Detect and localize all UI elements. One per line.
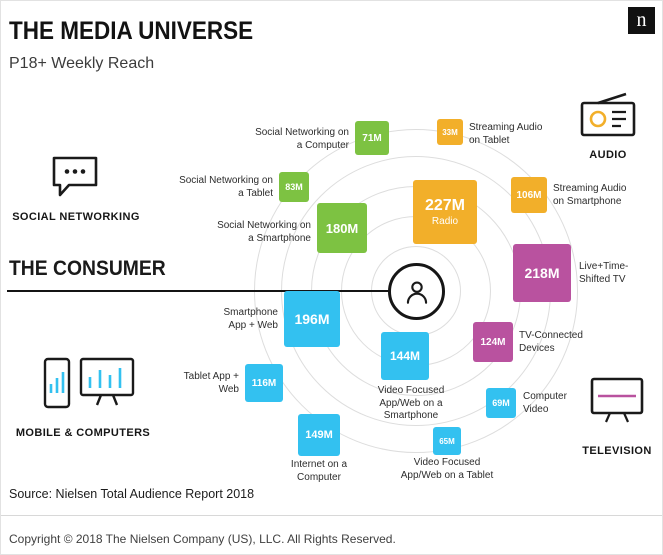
bubble-streaming-audio-tablet: 33M bbox=[437, 119, 463, 145]
label-live-time-shifted-tv: Live+Time-Shifted TV bbox=[579, 261, 629, 285]
page-title: THE MEDIA UNIVERSE bbox=[9, 17, 254, 45]
mobile-computer-icon bbox=[43, 353, 138, 420]
page-subtitle: P18+ Weekly Reach bbox=[9, 55, 155, 72]
bubble-value: 106M bbox=[516, 189, 542, 201]
bubble-social-networking-tablet: 83M bbox=[279, 172, 309, 202]
bubble-video-app-tablet: 65M bbox=[433, 427, 461, 455]
category-label-audio: AUDIO bbox=[589, 149, 627, 161]
label-social-networking-computer: Social Networking on a Computer bbox=[255, 127, 349, 151]
person-icon bbox=[406, 280, 427, 304]
bubble-value: 33M bbox=[442, 127, 458, 137]
label-tablet-app-web: Tablet App + Web bbox=[183, 371, 239, 395]
bubble-value: 196M bbox=[294, 311, 330, 327]
bubble-computer-video: 69M bbox=[486, 388, 516, 418]
bubble-tv-connected-devices: 124M bbox=[473, 322, 513, 362]
bubble-smartphone-app-web: 196M bbox=[284, 291, 340, 347]
category-label-mobile-computers: MOBILE & COMPUTERS bbox=[15, 427, 151, 439]
nielsen-logo: n bbox=[628, 7, 655, 34]
bubble-value: 71M bbox=[362, 132, 382, 144]
bubble-value: 83M bbox=[285, 182, 303, 192]
television-icon bbox=[589, 375, 645, 432]
footer-divider bbox=[1, 515, 662, 516]
bubble-label: Radio bbox=[431, 216, 459, 227]
category-label-social-networking: SOCIAL NETWORKING bbox=[12, 211, 140, 223]
bubble-value: 144M bbox=[389, 349, 421, 363]
label-smartphone-app-web: Smartphone App + Web bbox=[223, 307, 278, 331]
bubble-value: 149M bbox=[305, 429, 333, 441]
consumer-label: THE CONSUMER bbox=[9, 257, 166, 280]
label-social-networking-tablet: Social Networking on a Tablet bbox=[179, 175, 273, 199]
label-internet-computer: Internet on a Computer bbox=[290, 459, 348, 483]
speech-bubble-icon bbox=[49, 153, 101, 206]
bubble-streaming-audio-smartphone: 106M bbox=[511, 177, 547, 213]
copyright-text: Copyright © 2018 The Nielsen Company (US… bbox=[9, 532, 396, 546]
label-computer-video: Computer Video bbox=[523, 391, 567, 415]
bubble-live-time-shifted-tv: 218M bbox=[513, 244, 571, 302]
bubble-internet-computer: 149M bbox=[298, 414, 340, 456]
source-text: Source: Nielsen Total Audience Report 20… bbox=[9, 487, 255, 501]
label-video-app-tablet: Video Focused App/Web on a Tablet bbox=[400, 457, 494, 481]
bubble-social-networking-smartphone: 180M bbox=[317, 203, 367, 253]
bubble-value: 69M bbox=[492, 398, 510, 408]
bubble-value: 124M bbox=[480, 336, 506, 348]
radio-icon bbox=[578, 91, 638, 144]
bubble-social-networking-computer: 71M bbox=[355, 121, 389, 155]
consumer-person-icon bbox=[388, 263, 445, 320]
bubble-value: 218M bbox=[524, 265, 560, 281]
bubble-radio: 227M Radio bbox=[413, 180, 477, 244]
label-tv-connected-devices: TV-Connected Devices bbox=[519, 330, 583, 354]
bubble-value: 116M bbox=[251, 377, 277, 389]
consumer-line bbox=[7, 290, 389, 292]
label-streaming-audio-smartphone: Streaming Audio on Smartphone bbox=[553, 183, 627, 207]
bubble-value: 227M bbox=[424, 197, 466, 214]
bubble-video-app-smartphone: 144M bbox=[381, 332, 429, 380]
bubble-value: 65M bbox=[439, 436, 455, 446]
label-video-app-smartphone: Video Focused App/Web on a Smartphone bbox=[377, 385, 445, 421]
category-label-television: TELEVISION bbox=[582, 445, 652, 457]
bubble-value: 180M bbox=[325, 220, 359, 236]
label-social-networking-smartphone: Social Networking on a Smartphone bbox=[217, 220, 311, 244]
bubble-tablet-app-web: 116M bbox=[245, 364, 283, 402]
label-streaming-audio-tablet: Streaming Audio on Tablet bbox=[469, 122, 543, 146]
